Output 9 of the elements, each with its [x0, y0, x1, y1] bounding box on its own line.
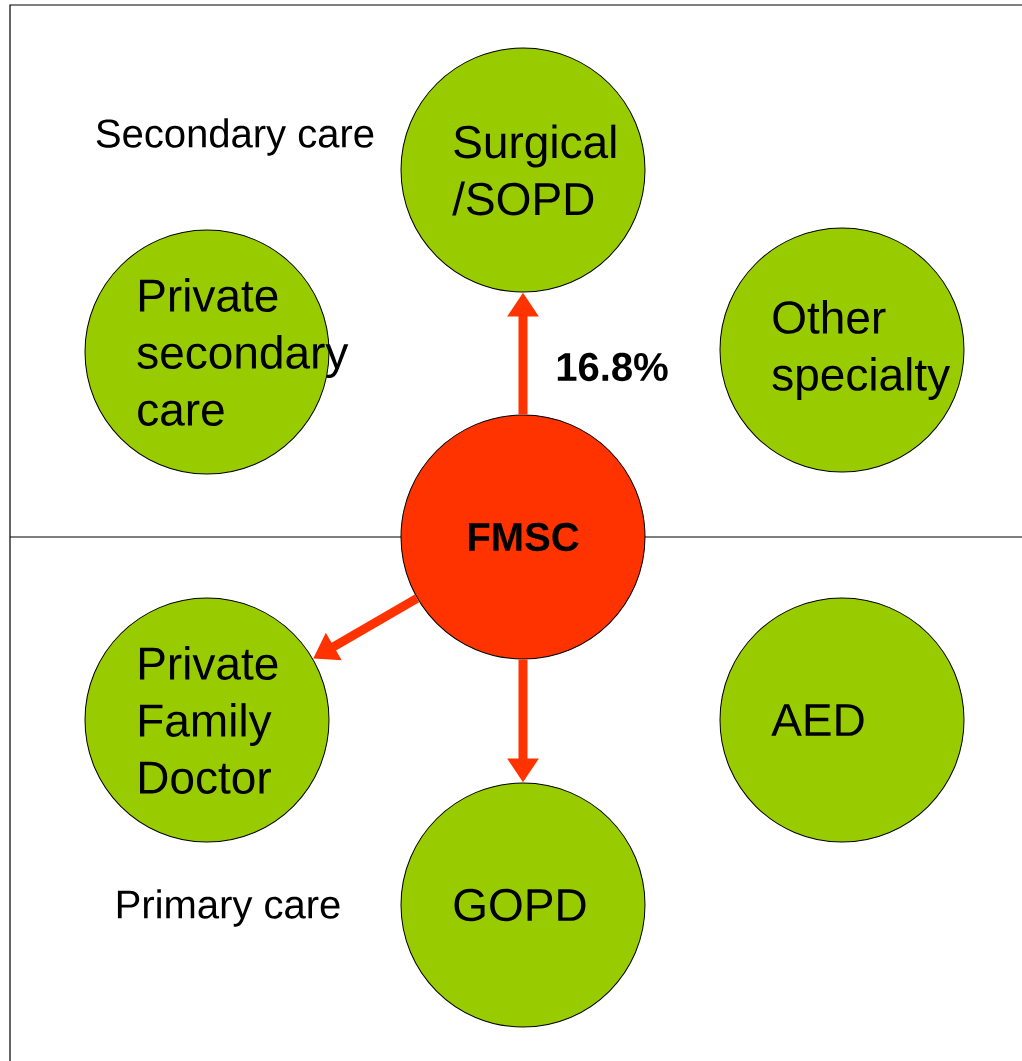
- area-label: Secondary care: [96, 118, 374, 156]
- circle-node: Other specialty: [719, 227, 965, 473]
- circle-node: Private Family Doctor: [84, 597, 330, 843]
- circle-node: FMSC: [400, 414, 646, 660]
- circle-node: Surgical /SOPD: [400, 47, 646, 293]
- circle-node: GOPD: [400, 782, 646, 1028]
- circle-node: AED: [719, 597, 965, 843]
- edge-label: 16.8%: [557, 352, 668, 382]
- area-label: Primary care: [117, 889, 340, 927]
